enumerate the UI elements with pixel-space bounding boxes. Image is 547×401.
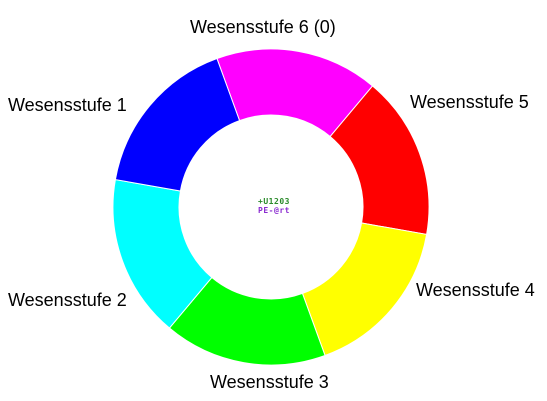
label-wesensstufe-5: Wesensstufe 5	[410, 92, 529, 112]
label-wesensstufe-2: Wesensstufe 2	[8, 290, 127, 310]
label-wesensstufe-6: Wesensstufe 6 (0)	[190, 17, 336, 37]
label-wesensstufe-4: Wesensstufe 4	[416, 280, 535, 300]
label-wesensstufe-3: Wesensstufe 3	[210, 372, 329, 392]
logo-line-2: PE-@rt	[258, 206, 290, 215]
label-wesensstufe-1: Wesensstufe 1	[8, 95, 127, 115]
watermark-logo: +U1203 PE-@rt	[253, 197, 295, 219]
ring-segment-wesensstufe-1	[114, 57, 241, 192]
ring-segment-wesensstufe-4	[301, 222, 428, 357]
logo-line-1: +U1203	[258, 197, 290, 206]
